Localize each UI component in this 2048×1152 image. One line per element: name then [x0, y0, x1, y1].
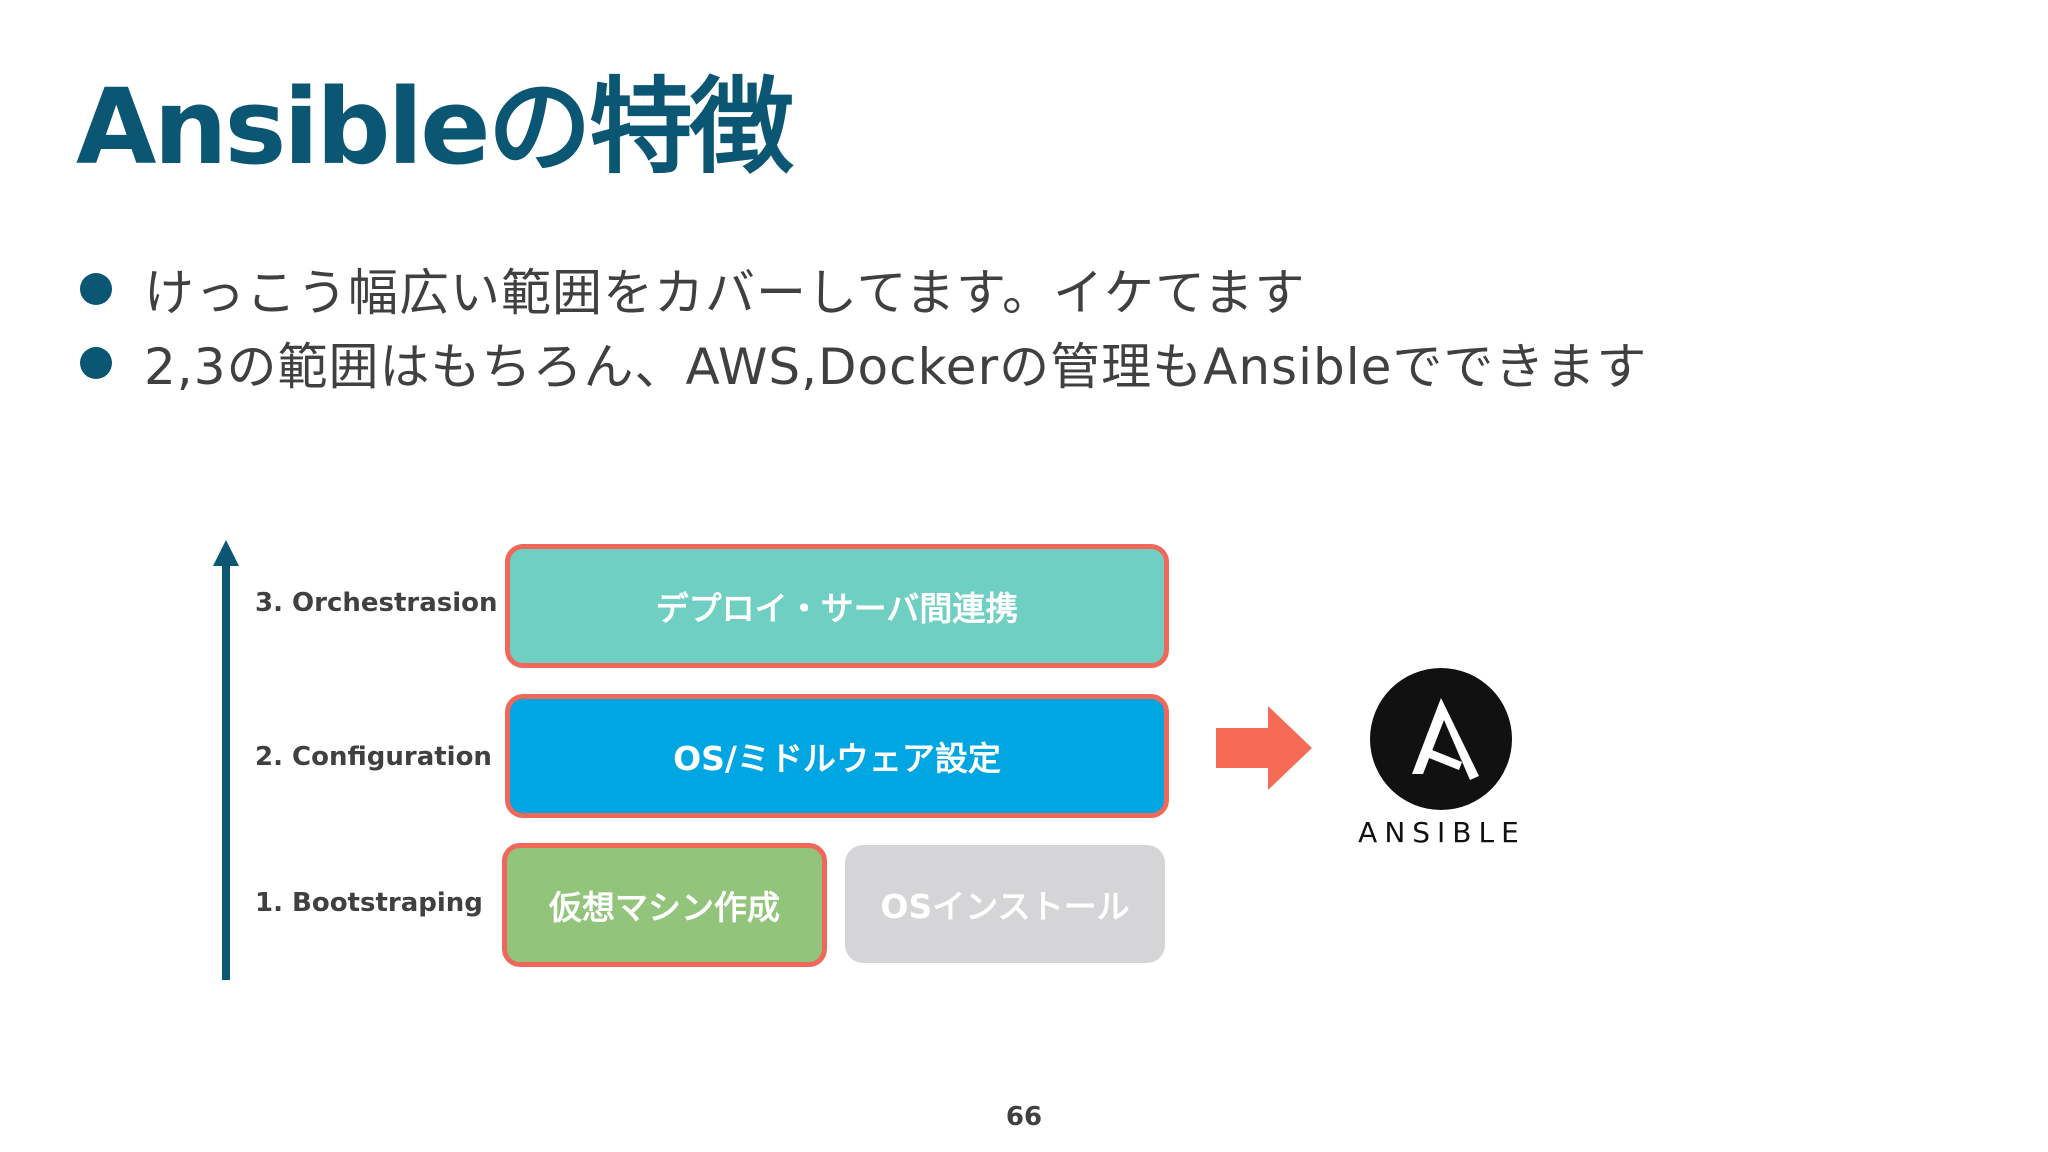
right-arrow-icon [1216, 706, 1312, 790]
bullet-list: けっこう幅広い範囲をカバーしてます。イケてます 2,3の範囲はもちろん、AWS,… [80, 252, 1647, 400]
ansible-logo-icon [1370, 668, 1512, 810]
configuration-box: OS/ミドルウェア設定 [505, 694, 1169, 818]
bullet-text: けっこう幅広い範囲をカバーしてます。イケてます [144, 264, 1306, 322]
configuration-box-label: OS/ミドルウェア設定 [673, 739, 1001, 778]
orchestration-box: デプロイ・サーバ間連携 [505, 544, 1169, 668]
bullet-text: 2,3の範囲はもちろん、AWS,Dockerの管理もAnsibleでできます [144, 338, 1648, 396]
vm-creation-box-label: 仮想マシン作成 [549, 888, 780, 927]
os-install-box: OSインストール [845, 845, 1165, 963]
bullet-item: けっこう幅広い範囲をカバーしてます。イケてます [80, 252, 1647, 326]
slide-title: Ansibleの特徴 [76, 66, 794, 188]
os-install-box-label: OSインストール [880, 887, 1130, 926]
level-label-bootstraping: 1. Bootstraping [255, 888, 483, 918]
bullet-dot-icon [80, 273, 112, 305]
level-label-configuration: 2. Configuration [255, 742, 492, 772]
level-label-orchestration: 3. Orchestrasion [255, 588, 498, 618]
orchestration-box-label: デプロイ・サーバ間連携 [655, 589, 1019, 628]
vm-creation-box: 仮想マシン作成 [502, 843, 827, 967]
up-arrow-icon [213, 540, 239, 980]
page-number: 66 [1005, 1102, 1043, 1132]
bullet-dot-icon [80, 347, 112, 379]
ansible-logo-text: ANSIBLE [1358, 816, 1526, 849]
bullet-item: 2,3の範囲はもちろん、AWS,Dockerの管理もAnsibleでできます [80, 326, 1647, 400]
